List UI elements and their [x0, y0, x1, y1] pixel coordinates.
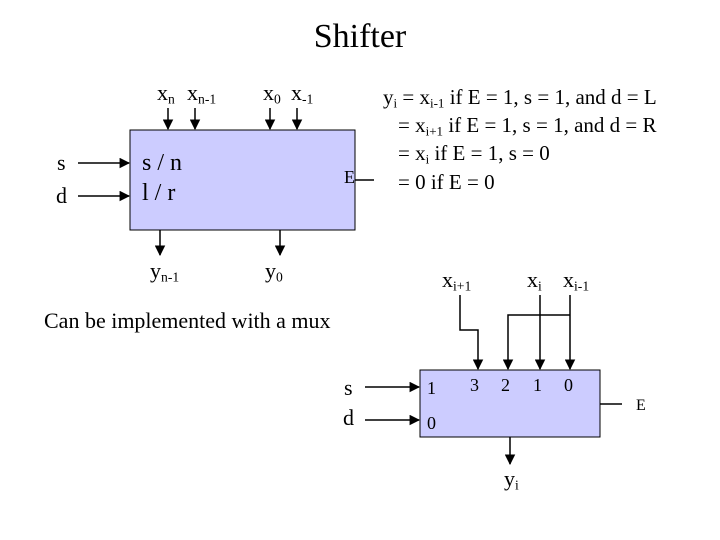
- mux-block: [419, 369, 601, 438]
- block-label-lr: l / r: [142, 180, 176, 206]
- label-x-1: x-1: [291, 80, 314, 107]
- mux-index-0: 0: [564, 375, 573, 395]
- equation-line-3: = xi if E = 1, s = 0: [398, 141, 550, 167]
- mux-label-yi: yi: [504, 466, 519, 493]
- mux-index-2: 2: [501, 375, 510, 395]
- label-yn-1: yn-1: [150, 258, 180, 285]
- mux-label-d: d: [343, 405, 354, 430]
- block-label-sn: s / n: [142, 150, 183, 176]
- mux-label-e: E: [636, 397, 646, 414]
- mux-label-xi-1: xi-1: [563, 267, 590, 294]
- mux-select-value-0: 0: [427, 413, 436, 433]
- mux-note: Can be implemented with a mux: [44, 308, 331, 333]
- mux-wire-2: [502, 314, 570, 371]
- label-x0: x0: [263, 80, 281, 107]
- mux-select-value-1: 1: [427, 378, 436, 398]
- label-e: E: [344, 167, 355, 187]
- mux-index-3: 3: [470, 375, 479, 395]
- mux-label-xi+1: xi+1: [442, 267, 472, 294]
- label-xn: xn: [157, 80, 175, 107]
- equation-line-2: = xi+1 if E = 1, s = 1, and d = R: [398, 113, 657, 139]
- equation-line-1: yi = xi-1 if E = 1, s = 1, and d = L: [383, 85, 657, 111]
- label-d: d: [56, 183, 67, 208]
- mux-label-s: s: [344, 375, 353, 400]
- shifter-block: [129, 129, 356, 231]
- mux-wire-3: [459, 295, 484, 371]
- equation-line-4: = 0 if E = 0: [398, 170, 495, 194]
- mux-label-xi: xi: [527, 267, 542, 294]
- label-xn-1: xn-1: [187, 80, 217, 107]
- page-title: Shifter: [313, 18, 407, 55]
- label-s: s: [57, 150, 66, 175]
- mux-index-1: 1: [533, 375, 542, 395]
- label-y0: y0: [265, 258, 283, 285]
